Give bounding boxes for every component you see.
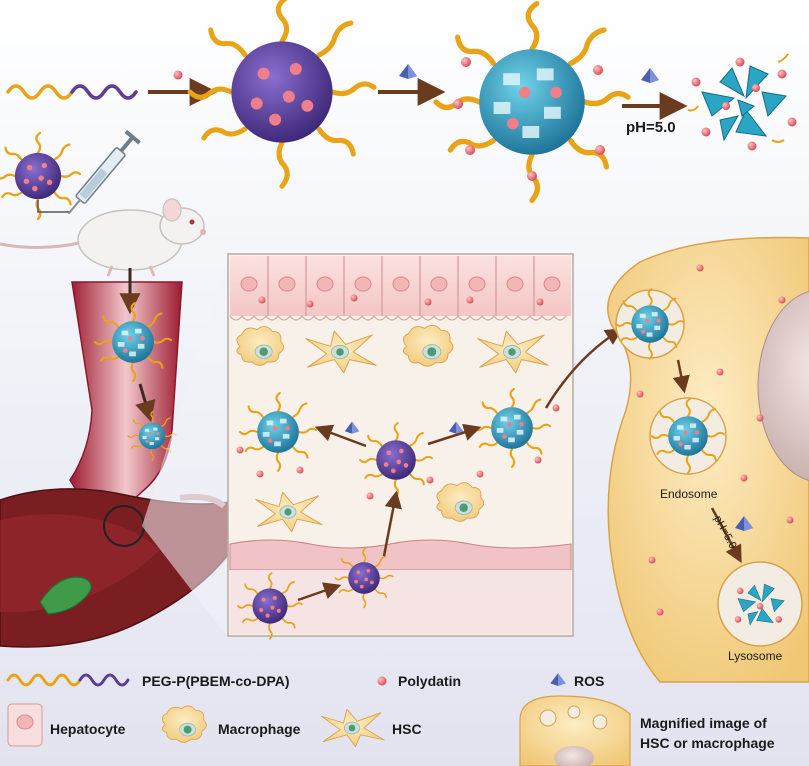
legend-hepatocyte-label: Hepatocyte (50, 721, 126, 737)
ph-label-top: pH=5.0 (626, 119, 676, 136)
macrophage-cell (436, 482, 485, 522)
nanoparticle-disassembled (687, 53, 797, 151)
legend-ros-label: ROS (574, 673, 604, 689)
legend-macrophage-label: Macrophage (218, 721, 301, 737)
legend-hsc: HSC (320, 708, 422, 748)
macrophage-cell (236, 326, 285, 366)
cell-nucleus (757, 291, 809, 481)
lysosome-label: Lysosome (728, 649, 783, 663)
legend-ros: ROS (550, 673, 604, 689)
endosome-label: Endosome (660, 487, 718, 501)
liver-tissue-panel (142, 253, 574, 640)
arrow-extravasation (382, 490, 402, 557)
arrow-vessel-2 (135, 383, 156, 423)
legend-magnified-label-2: HSC or macrophage (640, 735, 775, 751)
legend-hsc-label: HSC (392, 721, 422, 737)
legend-hepatocyte: Hepatocyte (7, 703, 126, 747)
mouse-icon (0, 198, 206, 277)
arrow-tissue-right (427, 423, 482, 446)
arrow-acidification (710, 507, 742, 564)
legend-polymer-label: PEG-P(PBEM-co-DPA) (142, 673, 290, 689)
arrow-tissue-left (314, 424, 367, 448)
magnified-cell: Endosome pH=5.0 Lysosome (607, 236, 809, 683)
hepatocyte-row (229, 256, 571, 321)
polydatin-icon (173, 70, 183, 80)
synthesis-pathway: pH=5.0 (6, 0, 797, 200)
gallbladder-icon (39, 576, 92, 615)
legend-magnified-label-1: Magnified image of (640, 715, 767, 731)
legend-polydatin-label: Polydatin (398, 673, 461, 689)
arrow-to-cell (544, 328, 623, 409)
macrophage-cell (402, 324, 454, 367)
legend-macrophage: Macrophage (161, 705, 301, 743)
injection-scene (0, 129, 206, 277)
legend-magnified-cell: Magnified image of HSC or macrophage (519, 695, 775, 766)
legend-polydatin: Polydatin (377, 673, 461, 689)
legend-polymer: PEG-P(PBEM-co-DPA) (6, 673, 290, 689)
sinusoid-endothelium (229, 539, 572, 571)
syringe-icon (67, 129, 141, 215)
legend: PEG-P(PBEM-co-DPA) Polydatin ROS Hepatoc… (6, 673, 775, 766)
arrow-blood (297, 582, 342, 602)
